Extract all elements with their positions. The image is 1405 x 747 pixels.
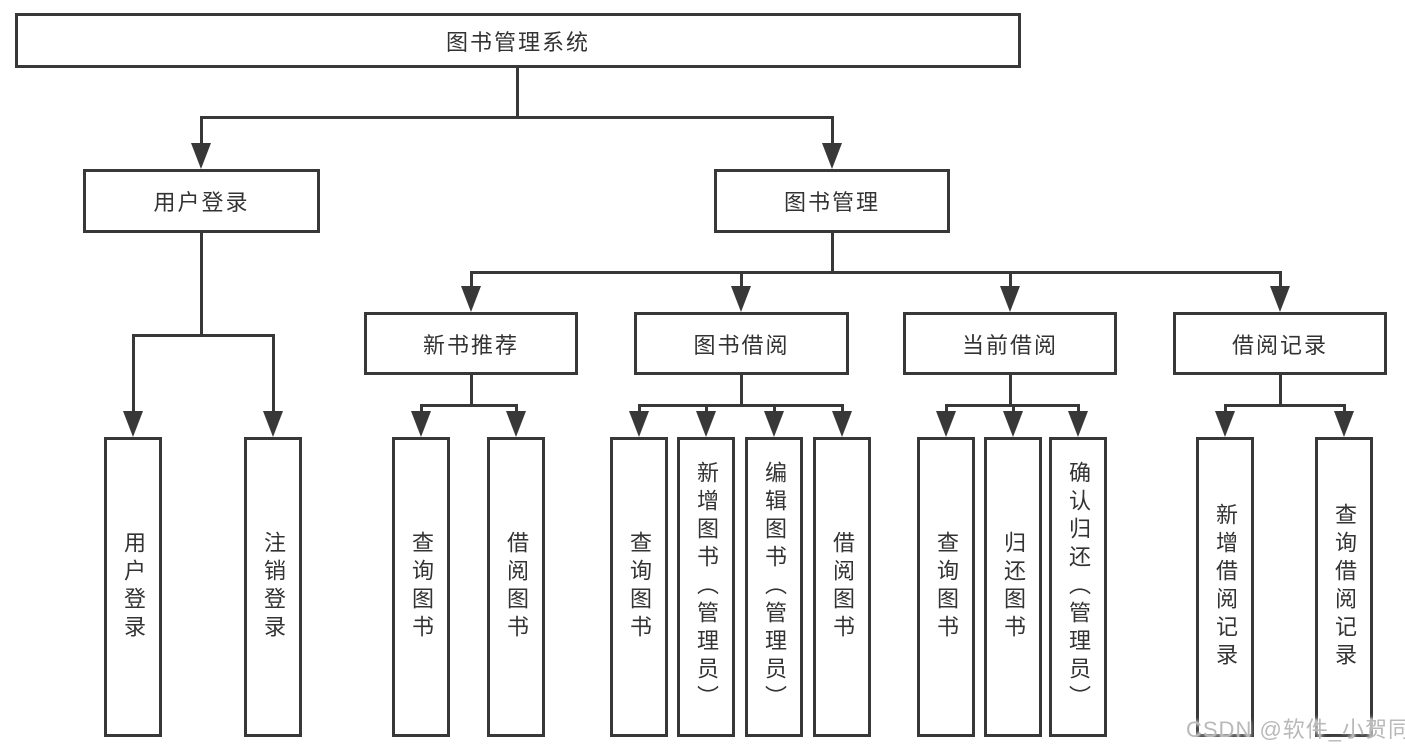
node-label: 确认归还（管理员）: [1066, 461, 1091, 713]
connector-line: [945, 404, 948, 414]
connector-line: [200, 233, 203, 337]
leaf-add-books-admin: 新增图书（管理员）: [677, 437, 735, 737]
connector-line: [200, 116, 203, 146]
node-user-login: 用户登录: [83, 169, 320, 233]
watermark: CSDN @软件_小贺同学: [1186, 717, 1405, 742]
connector-line: [638, 404, 843, 407]
connector-line: [132, 334, 275, 337]
arrow-down-icon: [1000, 286, 1020, 312]
connector-line: [420, 404, 517, 407]
connector-line: [773, 404, 776, 414]
connector-line: [831, 233, 834, 274]
node-label: 新书推荐: [422, 332, 519, 358]
connector-line: [515, 404, 518, 414]
node-label: 编辑图书（管理员）: [762, 461, 787, 713]
arrow-down-icon: [936, 411, 956, 437]
connector-line: [1077, 404, 1080, 414]
node-label: 用户登录: [121, 531, 146, 643]
arrow-down-icon: [764, 411, 784, 437]
connector-line: [1009, 271, 1012, 289]
connector-line: [831, 116, 834, 146]
node-book-management: 图书管理: [714, 169, 950, 233]
arrow-down-icon: [1270, 286, 1290, 312]
arrow-down-icon: [1215, 411, 1235, 437]
connector-line: [638, 404, 641, 414]
connector-line: [740, 375, 743, 407]
leaf-borrow-books: 借阅图书: [813, 437, 871, 737]
leaf-logout: 注销登录: [244, 437, 302, 737]
connector-line: [470, 271, 473, 289]
arrow-down-icon: [191, 143, 211, 169]
connector-line: [470, 375, 473, 407]
node-label: 查询图书: [627, 531, 652, 643]
leaf-query-borrow-record: 查询借阅记录: [1315, 437, 1373, 737]
connector-line: [470, 271, 1282, 274]
node-label: 借阅图书: [504, 531, 529, 643]
arrow-down-icon: [461, 286, 481, 312]
arrow-down-icon: [822, 143, 842, 169]
connector-line: [705, 404, 708, 414]
connector-line: [841, 404, 844, 414]
node-book-borrow: 图书借阅: [634, 312, 849, 375]
leaf-query-books-borrow: 查询图书: [610, 437, 668, 737]
connector-line: [200, 116, 833, 119]
arrow-down-icon: [731, 286, 751, 312]
arrow-down-icon: [832, 411, 852, 437]
leaf-add-borrow-record: 新增借阅记录: [1196, 437, 1254, 737]
connector-line: [516, 68, 519, 118]
connector-line: [1343, 404, 1346, 414]
connector-line: [420, 404, 423, 414]
node-label: 图书借阅: [693, 332, 790, 358]
arrow-down-icon: [1334, 411, 1354, 437]
connector-line: [1224, 404, 1227, 414]
connector-line: [1279, 375, 1282, 407]
node-label: 新增图书（管理员）: [694, 461, 719, 713]
arrow-down-icon: [696, 411, 716, 437]
node-label: 借阅图书: [830, 531, 855, 643]
connector-line: [1009, 375, 1012, 407]
node-label: 当前借阅: [961, 332, 1058, 358]
connector-line: [272, 334, 275, 414]
leaf-confirm-return-admin: 确认归还（管理员）: [1049, 437, 1107, 737]
node-borrow-records: 借阅记录: [1173, 312, 1387, 375]
node-label: 图书管理系统: [445, 29, 590, 55]
arrow-down-icon: [1003, 411, 1023, 437]
node-new-book-recommend: 新书推荐: [364, 312, 578, 375]
node-label: 查询图书: [934, 531, 959, 643]
arrow-down-icon: [506, 411, 526, 437]
node-label: 用户登录: [153, 190, 250, 215]
node-label: 归还图书: [1001, 531, 1026, 643]
arrow-down-icon: [629, 411, 649, 437]
leaf-user-login: 用户登录: [104, 437, 162, 737]
node-label: 图书管理: [783, 190, 880, 215]
leaf-return-books: 归还图书: [984, 437, 1042, 737]
arrow-down-icon: [263, 411, 283, 437]
leaf-borrow-books-recommend: 借阅图书: [487, 437, 545, 737]
arrow-down-icon: [123, 411, 143, 437]
arrow-down-icon: [411, 411, 431, 437]
arrow-down-icon: [1068, 411, 1088, 437]
connector-line: [132, 334, 135, 414]
connector-line: [1279, 271, 1282, 289]
connector-line: [1012, 404, 1015, 414]
connector-line: [1224, 404, 1345, 407]
node-label: 查询图书: [409, 531, 434, 643]
node-library-system: 图书管理系统: [15, 13, 1021, 68]
leaf-edit-books-admin: 编辑图书（管理员）: [745, 437, 803, 737]
node-label: 注销登录: [261, 531, 286, 643]
node-label: 借阅记录: [1231, 332, 1328, 358]
node-current-borrow: 当前借阅: [903, 312, 1117, 375]
node-label: 新增借阅记录: [1213, 503, 1238, 671]
connector-line: [740, 271, 743, 289]
node-label: 查询借阅记录: [1332, 503, 1357, 671]
leaf-query-books-current: 查询图书: [917, 437, 975, 737]
leaf-query-books-recommend: 查询图书: [392, 437, 450, 737]
